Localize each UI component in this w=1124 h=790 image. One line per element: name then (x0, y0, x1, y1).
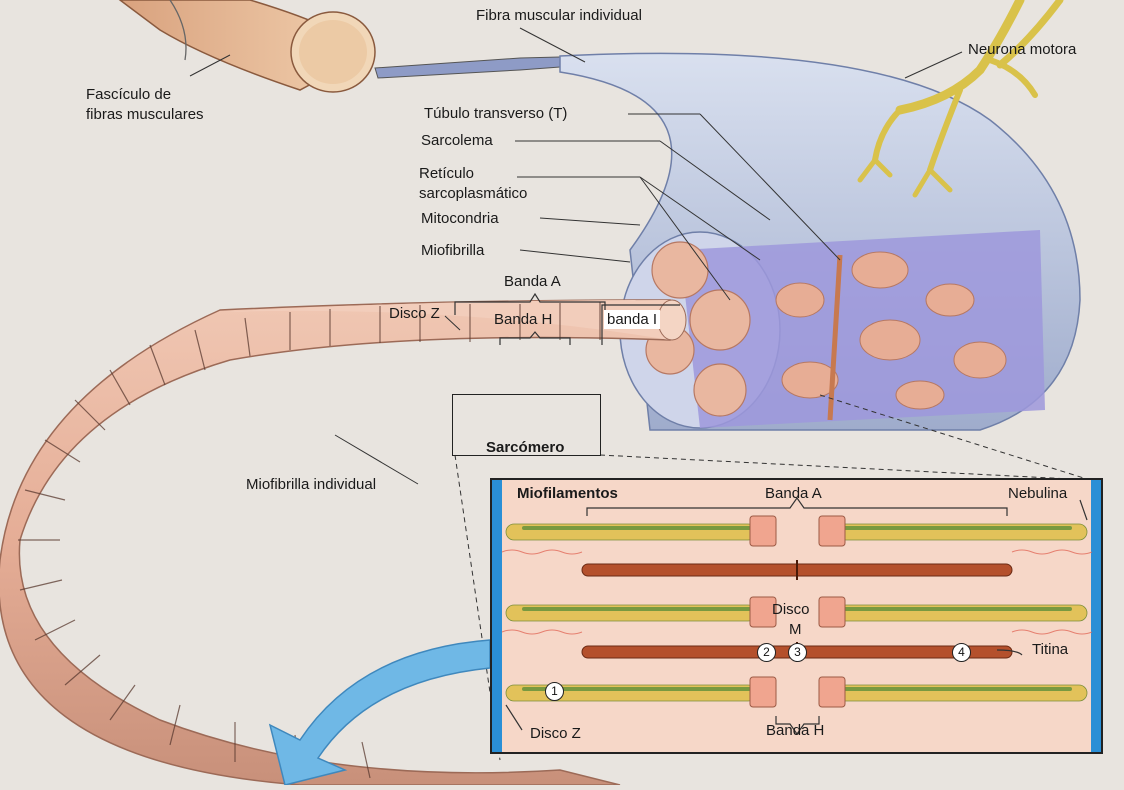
label-banda-a-top: Banda A (504, 272, 561, 291)
inset-label-nebulina: Nebulina (1008, 484, 1067, 503)
marker-2: 2 (757, 643, 776, 662)
zoom-arrow (270, 640, 490, 785)
label-banda-h-top: Banda H (494, 310, 552, 329)
inset-label-banda-a: Banda A (765, 484, 822, 503)
label-miofibrilla: Miofibrilla (421, 241, 484, 260)
marker-3: 3 (788, 643, 807, 662)
label-tubulo-transverso: Túbulo transverso (T) (424, 104, 567, 123)
marker-1: 1 (545, 682, 564, 701)
label-miofibrilla-individual: Miofibrilla individual (246, 475, 376, 494)
label-disco-z-top: Disco Z (389, 304, 440, 323)
label-mitocondria: Mitocondria (421, 209, 499, 228)
inset-title: Miofilamentos (517, 484, 618, 503)
z-disc-right (1091, 480, 1101, 752)
label-reticulo-line2: sarcoplasmático (419, 184, 527, 203)
inset-label-disco-m-line2: M (789, 620, 802, 639)
inset-label-banda-h: Banda H (766, 721, 824, 740)
muscle-fiber-illustration (560, 53, 1080, 430)
label-fibra-individual: Fibra muscular individual (476, 6, 642, 25)
label-banda-i: banda I (604, 310, 660, 329)
inset-label-disco-m-line1: Disco (772, 600, 810, 619)
label-reticulo-line1: Retículo (419, 164, 474, 183)
marker-4: 4 (952, 643, 971, 662)
inset-label-titina: Titina (1032, 640, 1068, 659)
label-fasciculo-line1: Fascículo de (86, 85, 171, 104)
inset-label-disco-z: Disco Z (530, 724, 581, 743)
z-disc-left (492, 480, 502, 752)
label-fasciculo-line2: fibras musculares (86, 105, 204, 124)
label-sarcolema: Sarcolema (421, 131, 493, 150)
label-sarcomero: Sarcómero (486, 438, 564, 457)
label-neurona-motora: Neurona motora (968, 40, 1076, 59)
